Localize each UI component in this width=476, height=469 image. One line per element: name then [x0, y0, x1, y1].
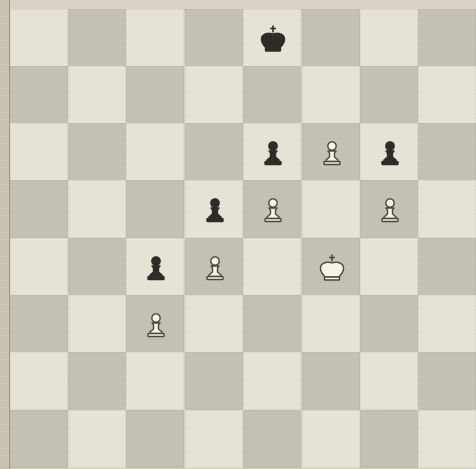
board-square[interactable] — [302, 352, 360, 410]
board-square[interactable] — [10, 295, 68, 353]
board-square[interactable] — [418, 180, 476, 238]
board-square[interactable] — [185, 9, 243, 67]
board-square[interactable] — [68, 295, 126, 353]
board-square[interactable] — [243, 9, 301, 67]
board-square[interactable] — [302, 123, 360, 181]
board-square[interactable] — [68, 410, 126, 468]
board-square[interactable] — [360, 295, 418, 353]
board-square[interactable] — [418, 66, 476, 124]
white-pawn-icon[interactable] — [317, 138, 347, 168]
board-square[interactable] — [10, 180, 68, 238]
board-square[interactable] — [185, 66, 243, 124]
board-square[interactable] — [10, 66, 68, 124]
board-square[interactable] — [360, 66, 418, 124]
board-square[interactable] — [418, 238, 476, 296]
black-pawn-icon[interactable] — [375, 138, 405, 168]
board-square[interactable] — [243, 295, 301, 353]
chess-board — [10, 9, 476, 469]
board-square[interactable] — [68, 123, 126, 181]
board-square[interactable] — [302, 410, 360, 468]
board-square[interactable] — [185, 238, 243, 296]
board-square[interactable] — [302, 238, 360, 296]
board-square[interactable] — [68, 180, 126, 238]
board-square[interactable] — [126, 295, 184, 353]
board-square[interactable] — [360, 410, 418, 468]
board-square[interactable] — [10, 9, 68, 67]
board-square[interactable] — [243, 180, 301, 238]
board-square[interactable] — [10, 238, 68, 296]
board-square[interactable] — [360, 9, 418, 67]
board-square[interactable] — [243, 123, 301, 181]
board-square[interactable] — [302, 180, 360, 238]
board-square[interactable] — [185, 410, 243, 468]
board-square[interactable] — [302, 295, 360, 353]
board-square[interactable] — [243, 410, 301, 468]
board-square[interactable] — [302, 66, 360, 124]
board-square[interactable] — [126, 238, 184, 296]
black-pawn-icon[interactable] — [258, 138, 288, 168]
board-square[interactable] — [418, 295, 476, 353]
board-square[interactable] — [243, 352, 301, 410]
board-square[interactable] — [10, 123, 68, 181]
board-square[interactable] — [418, 9, 476, 67]
left-edge — [0, 0, 10, 469]
board-square[interactable] — [243, 66, 301, 124]
board-square[interactable] — [68, 238, 126, 296]
board-square[interactable] — [360, 180, 418, 238]
board-square[interactable] — [126, 410, 184, 468]
board-square[interactable] — [68, 9, 126, 67]
board-square[interactable] — [68, 352, 126, 410]
board-square[interactable] — [302, 9, 360, 67]
board-square[interactable] — [10, 352, 68, 410]
white-pawn-icon[interactable] — [141, 310, 171, 340]
board-square[interactable] — [126, 180, 184, 238]
white-pawn-icon[interactable] — [375, 195, 405, 225]
white-pawn-icon[interactable] — [258, 195, 288, 225]
board-square[interactable] — [126, 123, 184, 181]
board-square[interactable] — [243, 238, 301, 296]
board-square[interactable] — [360, 238, 418, 296]
board-square[interactable] — [10, 410, 68, 468]
board-square[interactable] — [68, 66, 126, 124]
board-square[interactable] — [185, 123, 243, 181]
board-square[interactable] — [360, 352, 418, 410]
white-king-icon[interactable] — [317, 253, 347, 283]
board-square[interactable] — [185, 295, 243, 353]
board-square[interactable] — [126, 352, 184, 410]
board-square[interactable] — [360, 123, 418, 181]
board-square[interactable] — [418, 410, 476, 468]
board-square[interactable] — [185, 352, 243, 410]
board-square[interactable] — [418, 352, 476, 410]
board-square[interactable] — [185, 180, 243, 238]
black-pawn-icon[interactable] — [200, 195, 230, 225]
black-pawn-icon[interactable] — [141, 253, 171, 283]
board-square[interactable] — [126, 66, 184, 124]
board-square[interactable] — [126, 9, 184, 67]
white-pawn-icon[interactable] — [200, 253, 230, 283]
black-king-icon[interactable] — [258, 24, 288, 54]
board-square[interactable] — [418, 123, 476, 181]
